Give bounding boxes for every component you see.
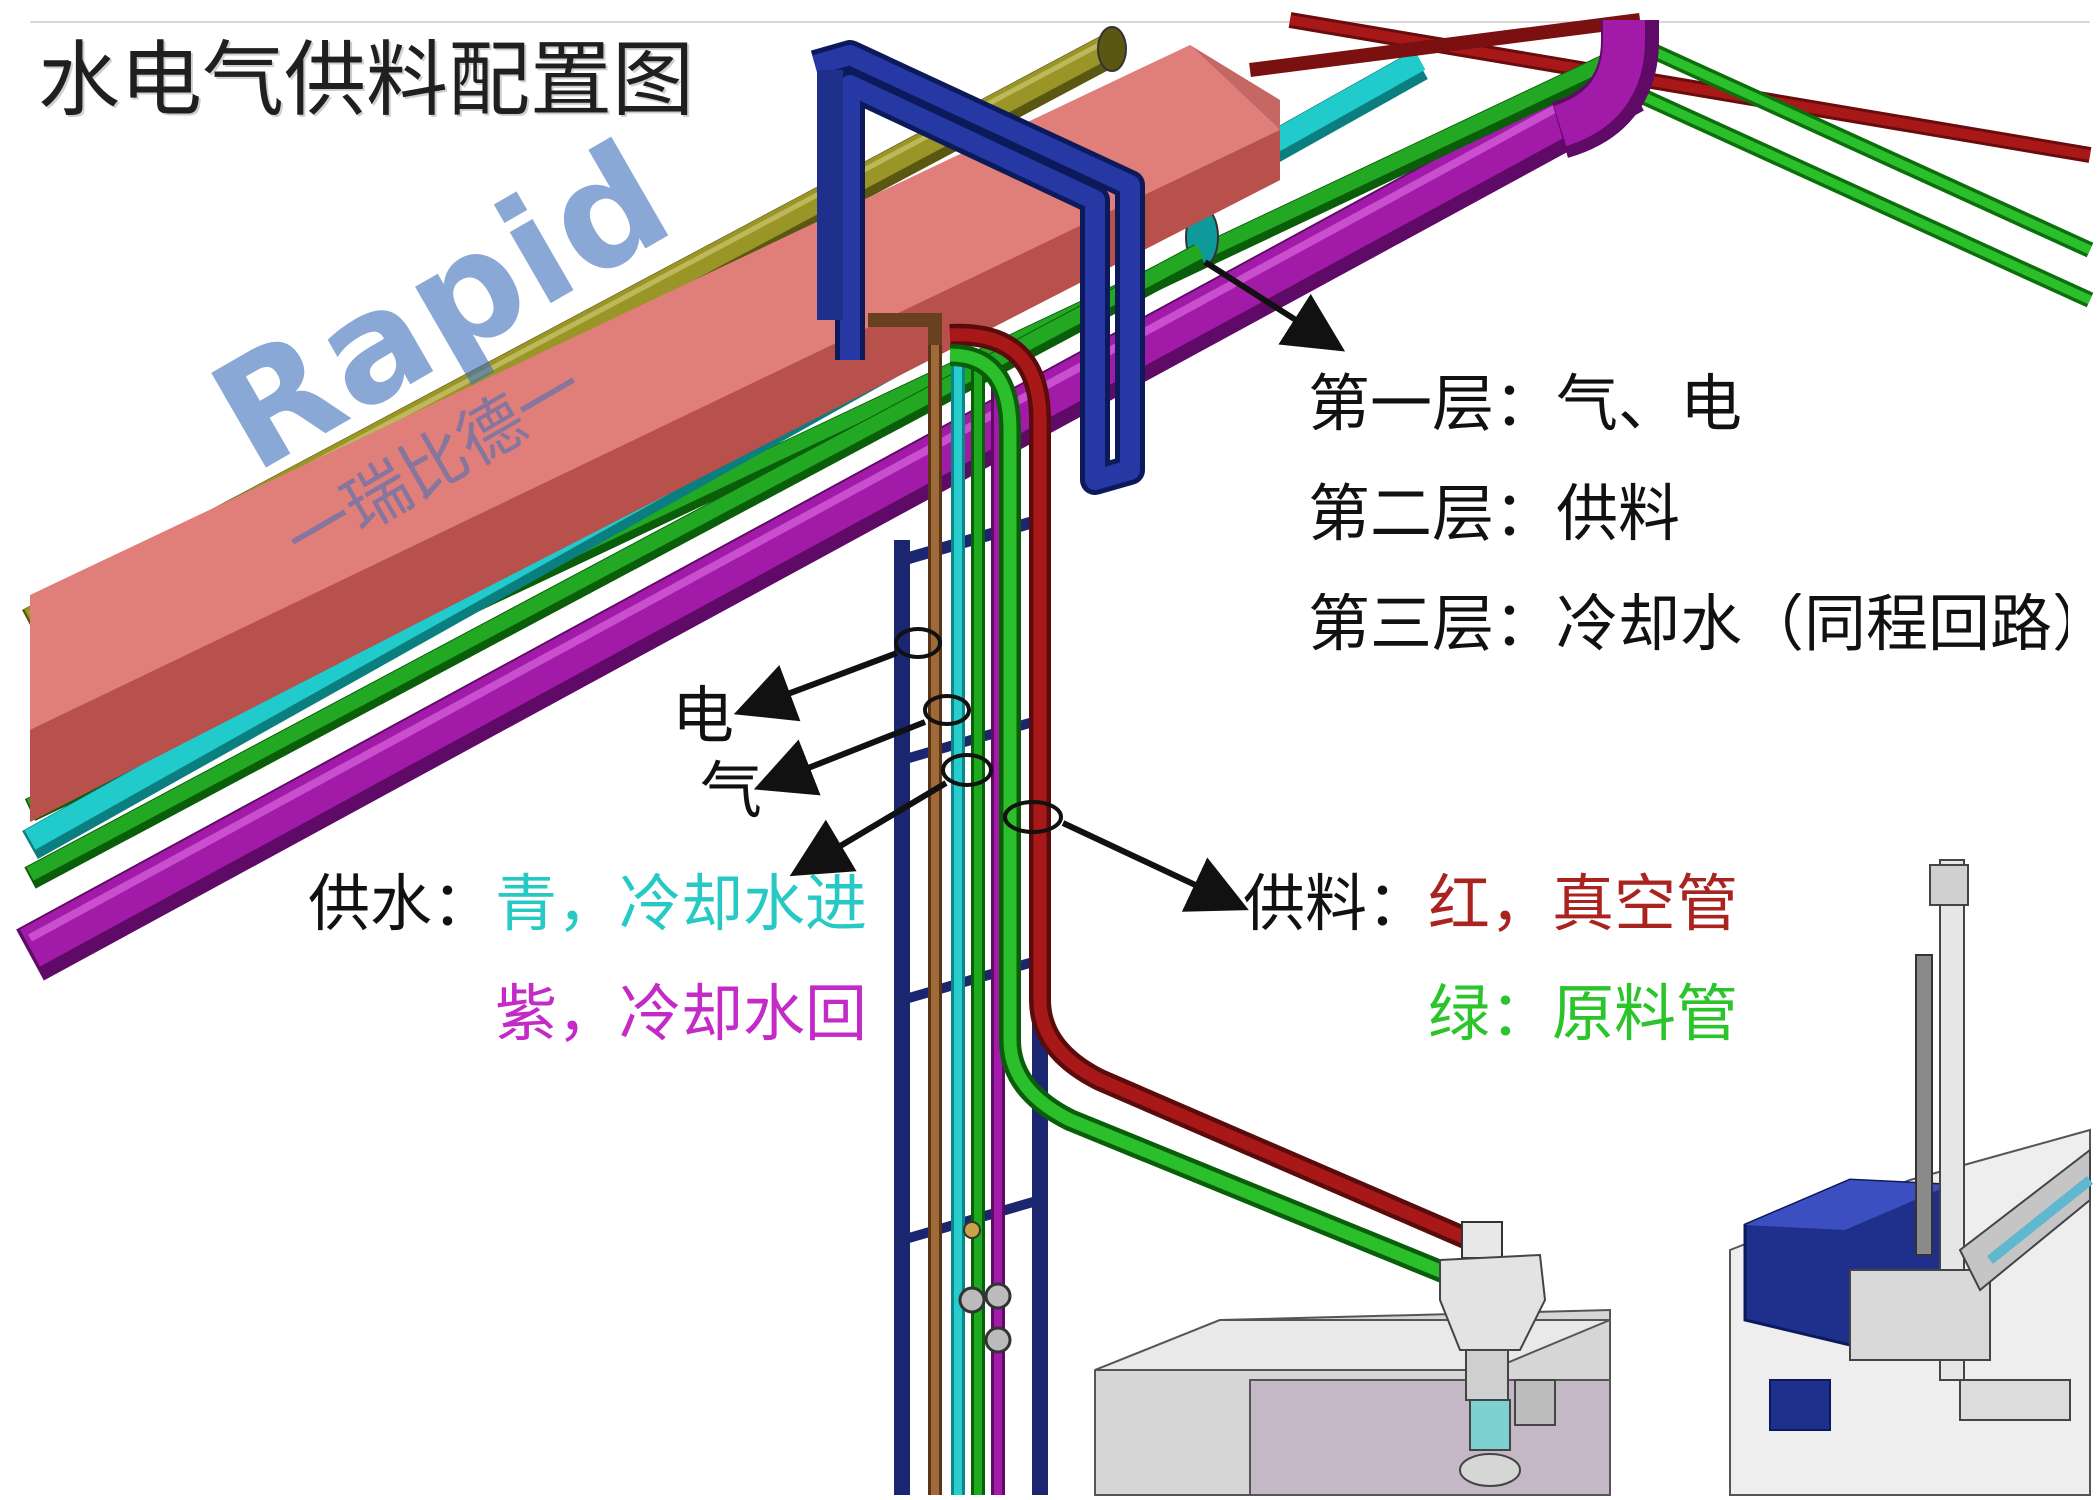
callout-rings (894, 627, 1063, 834)
support-frame (810, 40, 1145, 495)
raw-material-pipe-legend: 绿：原料管 (1428, 977, 1739, 1050)
main-pipe-bundle (16, 13, 1659, 981)
water-legend-label: 供水： (308, 867, 495, 940)
robot-arm (1729, 859, 2094, 1496)
feeder-machine (1094, 1221, 1611, 1496)
feed-legend-label: 供料： (1243, 867, 1430, 940)
electric-callout: 电 (672, 679, 735, 752)
water-in-legend: 青，冷却水进 (495, 867, 868, 940)
callout-arrows (733, 259, 1346, 912)
layer-3-text: 第三层：冷却水（同程回路） (1308, 593, 2068, 655)
vertical-drop-bundle (868, 313, 1475, 1495)
layer-2-text: 第二层：供料 (1308, 477, 1681, 550)
page-title: 水电气供料配置图 (38, 33, 695, 128)
vacuum-pipe-legend: 红，真空管 (1428, 867, 1739, 940)
water-out-legend: 紫，冷却水回 (495, 977, 868, 1050)
layer-1-text: 第一层：气、电 (1308, 367, 1743, 440)
cable-tray (30, 45, 1280, 822)
gas-callout: 气 (700, 754, 763, 827)
